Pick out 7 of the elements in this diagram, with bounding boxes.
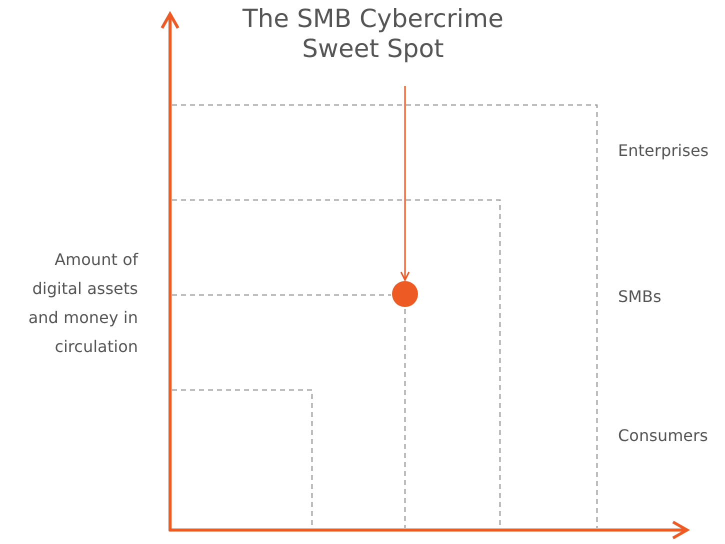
axis-label: Amount of digital assets and money in circulation — [27, 249, 138, 358]
chart-title: The SMB Cybercrime Sweet Spot — [233, 4, 513, 64]
tier-label: Consumers — [618, 426, 708, 445]
sweet-spot-dot — [392, 281, 418, 307]
arrow — [400, 86, 410, 281]
tier-label: Enterprises — [618, 141, 709, 160]
tier-label: SMBs — [618, 287, 662, 306]
